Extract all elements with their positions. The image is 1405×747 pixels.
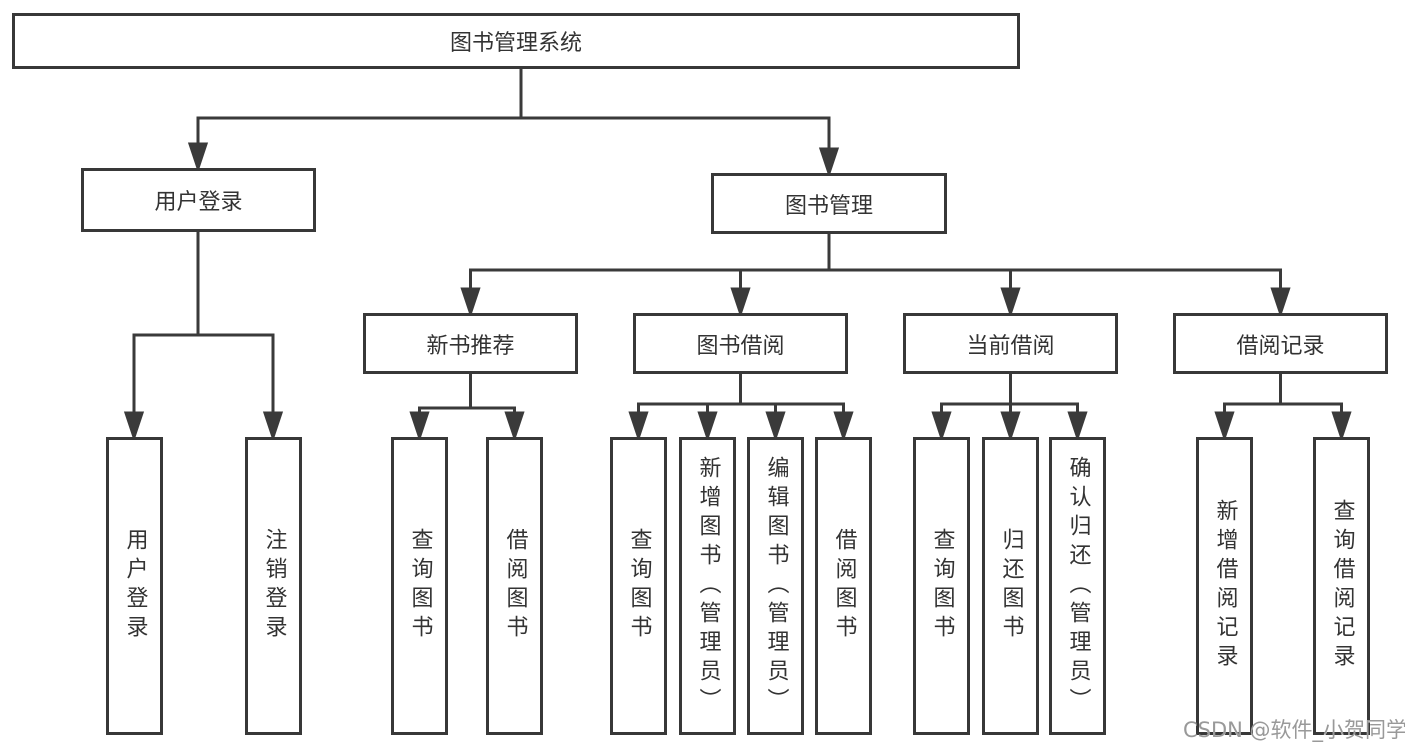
node-label: 查询图书 [929, 528, 955, 644]
node-label: 编辑图书（管理员） [763, 455, 789, 717]
leaf-borrow-books-newbook: 借阅图书 [486, 437, 543, 735]
leaf-confirm-return-admin: 确认归还（管理员） [1049, 437, 1106, 735]
node-user-login-branch: 用户登录 [81, 168, 316, 232]
node-book-borrowing: 图书借阅 [633, 313, 848, 374]
node-label: 图书管理系统 [449, 31, 582, 56]
leaf-logout: 注销登录 [245, 437, 302, 735]
node-library-management-system: 图书管理系统 [12, 13, 1020, 69]
node-label: 当前借阅 [966, 333, 1055, 359]
node-label: 查询图书 [626, 528, 652, 644]
node-label: 归还图书 [998, 528, 1024, 644]
leaf-query-books-newbook: 查询图书 [391, 437, 448, 735]
leaf-add-borrow-record: 新增借阅记录 [1196, 437, 1253, 735]
node-label: 新书推荐 [426, 333, 515, 359]
csdn-watermark: CSDN @软件_小贺同学 [1183, 718, 1405, 742]
leaf-query-borrow-record: 查询借阅记录 [1313, 437, 1370, 735]
node-label: 用户登录 [154, 190, 243, 215]
leaf-edit-books-admin: 编辑图书（管理员） [747, 437, 804, 735]
node-label: 图书管理 [784, 193, 873, 219]
node-label: 新增借阅记录 [1212, 499, 1238, 673]
node-label: 查询借阅记录 [1329, 499, 1355, 673]
leaf-query-books-borrow: 查询图书 [610, 437, 667, 735]
node-label: 注销登录 [261, 528, 287, 644]
node-label: 确认归还（管理员） [1065, 455, 1091, 717]
leaf-borrow-books-borrow: 借阅图书 [815, 437, 872, 735]
leaf-user-login: 用户登录 [106, 437, 163, 735]
node-label: 图书借阅 [696, 333, 785, 359]
node-label: 借阅图书 [831, 528, 857, 644]
node-label: 借阅记录 [1236, 333, 1325, 359]
node-new-book-recommendation: 新书推荐 [363, 313, 578, 374]
node-label: 用户登录 [122, 528, 148, 644]
leaf-query-books-current: 查询图书 [913, 437, 970, 735]
node-label: 查询图书 [407, 528, 433, 644]
node-borrowing-records: 借阅记录 [1173, 313, 1388, 374]
node-label: 新增图书（管理员） [695, 455, 721, 717]
node-current-borrowing: 当前借阅 [903, 313, 1118, 374]
node-label: 借阅图书 [502, 528, 528, 644]
leaf-add-books-admin: 新增图书（管理员） [679, 437, 736, 735]
leaf-return-books: 归还图书 [982, 437, 1039, 735]
node-book-management: 图书管理 [711, 173, 947, 234]
